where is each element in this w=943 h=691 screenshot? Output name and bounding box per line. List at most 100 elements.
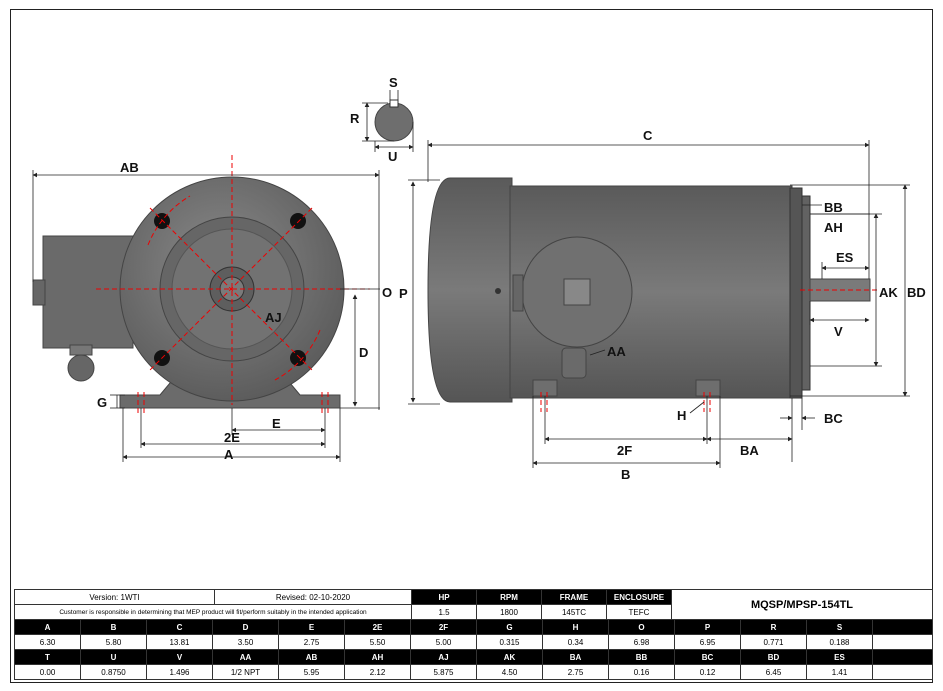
dimension-value-cell: 4.50 [476, 664, 543, 680]
label-b: B [621, 467, 630, 482]
drawing-sheet [10, 9, 933, 683]
dimension-header-cell: BA [542, 649, 609, 665]
dimension-value-cell: 5.875 [410, 664, 477, 680]
dimension-header-cell: 2E [344, 619, 411, 635]
label-o: O [382, 285, 392, 300]
dimension-value-cell: 0.00 [14, 664, 81, 680]
dimension-header-cell: 2F [410, 619, 477, 635]
label-c: C [643, 128, 653, 143]
rpm-value: 1800 [476, 604, 542, 620]
dimension-header-cell: BB [608, 649, 675, 665]
dimension-value-cell: 0.771 [740, 634, 807, 650]
dimension-header-cell: P [674, 619, 741, 635]
dimension-value-cell: 0.12 [674, 664, 741, 680]
dimension-header-cell: AK [476, 649, 543, 665]
dimension-header-cell: S [806, 619, 873, 635]
motor-dimension-drawing: AB AJ O D G E 2E A S R U [32, 75, 926, 482]
front-view: AB AJ O D G E 2E A [32, 155, 392, 462]
dimension-header-cell: T [14, 649, 81, 665]
end-cap [427, 177, 513, 403]
label-ba: BA [740, 443, 759, 458]
dimension-header-cell: ES [806, 649, 873, 665]
model-number: MQSP/MPSP-154TL [671, 589, 933, 620]
empty-cell [872, 634, 933, 650]
dimension-header-cell: V [146, 649, 213, 665]
label-aj: AJ [265, 310, 282, 325]
label-v: V [834, 324, 843, 339]
dimension-value-cell: 5.80 [80, 634, 147, 650]
label-2e: 2E [224, 430, 240, 445]
dimension-value-cell: 0.16 [608, 664, 675, 680]
label-bb: BB [824, 200, 843, 215]
dimension-value-cell: 1/2 NPT [212, 664, 279, 680]
hp-value: 1.5 [411, 604, 477, 620]
dimension-value-cell: 5.50 [344, 634, 411, 650]
label-p: P [399, 286, 408, 301]
disclaimer-note: Customer is responsible in determining t… [14, 604, 412, 620]
dimension-value-cell: 6.45 [740, 664, 807, 680]
label-ab: AB [120, 160, 139, 175]
dimension-value-cell: 5.00 [410, 634, 477, 650]
dimension-value-cell: 5.95 [278, 664, 345, 680]
dimension-header-cell: BD [740, 649, 807, 665]
rpm-header: RPM [476, 589, 542, 605]
dimension-header-cell: E [278, 619, 345, 635]
side-view: C P BB AH ES AK BD V AA H BC 2F BA B [399, 128, 926, 482]
flange [789, 187, 803, 399]
label-r: R [350, 111, 360, 126]
dimension-value-cell: 6.95 [674, 634, 741, 650]
dimension-value-cell: 3.50 [212, 634, 279, 650]
enclosure-value: TEFC [606, 604, 672, 620]
title-block: Version: 1WTI Revised: 02-10-2020 HP RPM… [14, 589, 933, 620]
dimension-value-cell: 1.496 [146, 664, 213, 680]
label-aa: AA [607, 344, 626, 359]
version-text: Version: 1WTI [14, 589, 215, 605]
dimension-header-cell: B [80, 619, 147, 635]
label-d: D [359, 345, 368, 360]
foot [532, 379, 558, 397]
label-ah: AH [824, 220, 843, 235]
shaft-detail-view: S R U [350, 75, 414, 164]
dimension-header-cell: O [608, 619, 675, 635]
frame-header: FRAME [541, 589, 607, 605]
frame-value: 145TC [541, 604, 607, 620]
dimension-header-cell: AA [212, 649, 279, 665]
label-s: S [389, 75, 398, 90]
label-bd: BD [907, 285, 926, 300]
dimension-value-cell: 0.34 [542, 634, 609, 650]
label-bc: BC [824, 411, 843, 426]
label-2f: 2F [617, 443, 632, 458]
dimension-value-cell: 0.8750 [80, 664, 147, 680]
dimension-value-cell: 2.75 [542, 664, 609, 680]
dimension-header-cell: H [542, 619, 609, 635]
label-h: H [677, 408, 686, 423]
dimension-value-cell: 1.41 [806, 664, 873, 680]
label-a: A [224, 447, 234, 462]
label-u: U [388, 149, 397, 164]
dimension-value-cell: 0.315 [476, 634, 543, 650]
label-ak: AK [879, 285, 898, 300]
empty-cell [872, 664, 933, 680]
dimension-header-cell: BC [674, 649, 741, 665]
dimension-value-cell: 6.98 [608, 634, 675, 650]
dimension-value-cell: 13.81 [146, 634, 213, 650]
label-es: ES [836, 250, 854, 265]
dimension-header-cell: R [740, 619, 807, 635]
dimension-header-cell: D [212, 619, 279, 635]
revised-text: Revised: 02-10-2020 [214, 589, 412, 605]
foot [695, 379, 721, 397]
dimension-header-cell: AB [278, 649, 345, 665]
dimension-header-cell: U [80, 649, 147, 665]
dimension-header-cell: G [476, 619, 543, 635]
empty-cell [872, 649, 933, 665]
dimension-value-cell: 6.30 [14, 634, 81, 650]
conduit-box [42, 235, 134, 349]
bolt-hole [290, 213, 306, 229]
hp-header: HP [411, 589, 477, 605]
dimension-value-cell: 2.75 [278, 634, 345, 650]
